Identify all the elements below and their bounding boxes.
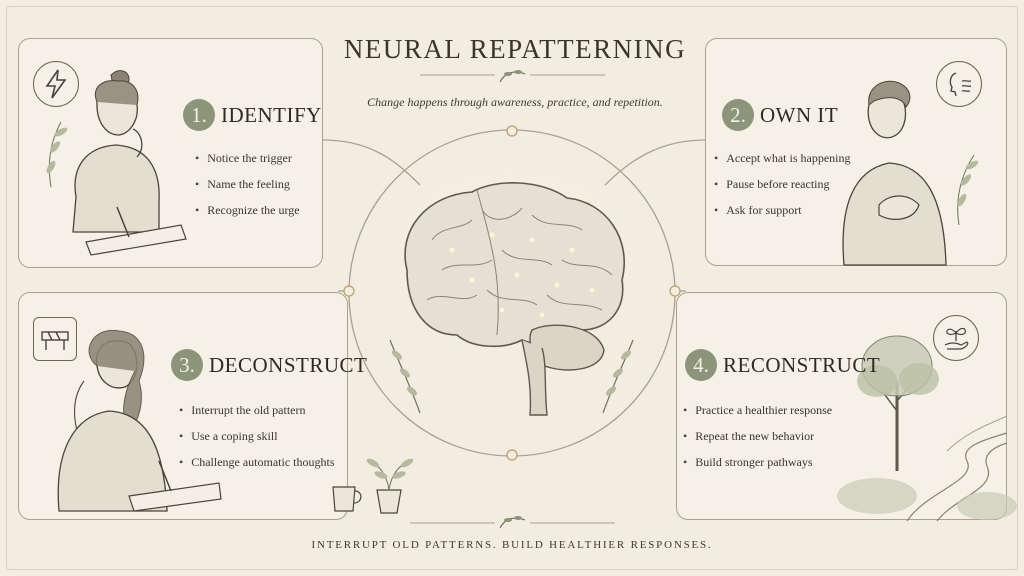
bullet-item: Challenge automatic thoughts bbox=[179, 449, 334, 475]
step-title: RECONSTRUCT bbox=[723, 352, 881, 377]
step-card-reconstruct: 4. RECONSTRUCT Practice a healthier resp… bbox=[676, 292, 1017, 522]
step-card-own-it: 2. OWN IT Accept what is happening Pause… bbox=[705, 38, 1007, 266]
bullet-item: Build stronger pathways bbox=[683, 449, 832, 475]
step-title: DECONSTRUCT bbox=[209, 352, 368, 377]
sprout-hand-icon bbox=[933, 315, 979, 361]
bullet-item: Pause before reacting bbox=[714, 171, 851, 197]
step-title: OWN IT bbox=[760, 102, 839, 127]
bullet-item: Repeat the new behavior bbox=[683, 423, 832, 449]
footer-tagline: INTERRUPT OLD PATTERNS. BUILD HEALTHIER … bbox=[311, 539, 713, 551]
bullet-item: Interrupt the old pattern bbox=[179, 397, 335, 423]
bullet-item: Notice the trigger bbox=[195, 145, 300, 171]
right-sprig-illustration bbox=[602, 339, 634, 414]
bullet-item: Use a coping skill bbox=[179, 423, 335, 449]
step-bullet-list: Interrupt the old pattern Use a coping s… bbox=[179, 397, 335, 475]
step-bullet-list: Notice the trigger Name the feeling Reco… bbox=[195, 145, 300, 223]
step-card-deconstruct: 3. DECONSTRUCT Interrupt the old pattern… bbox=[18, 292, 414, 520]
bullet-item: Recognize the urge bbox=[195, 197, 299, 223]
bullet-item: Ask for support bbox=[714, 197, 851, 223]
mug-illustration bbox=[332, 486, 362, 512]
lightning-icon bbox=[33, 61, 79, 107]
page-title: NEURAL REPATTERNING bbox=[343, 34, 687, 64]
step-number-badge: 3. bbox=[171, 349, 203, 381]
step-number-badge: 1. bbox=[183, 99, 215, 131]
step-card-identify: 1. IDENTIFY Notice the trigger Name the … bbox=[18, 38, 323, 268]
woman-writing-illustration bbox=[46, 70, 187, 256]
step-bullet-list: Practice a healthier response Repeat the… bbox=[683, 397, 832, 475]
potted-plant-illustration bbox=[366, 458, 414, 514]
bullet-item: Practice a healthier response bbox=[683, 397, 832, 423]
bullet-item: Accept what is happening bbox=[714, 145, 850, 171]
step-bullet-list: Accept what is happening Pause before re… bbox=[714, 145, 851, 223]
step-title: IDENTIFY bbox=[221, 102, 322, 127]
step-number-badge: 2. bbox=[722, 99, 754, 131]
landscape-path-illustration bbox=[837, 335, 1017, 522]
breath-face-icon bbox=[936, 61, 982, 107]
step-number-badge: 4. bbox=[685, 349, 717, 381]
woman-journaling-illustration bbox=[57, 329, 222, 512]
brain-illustration bbox=[387, 170, 637, 416]
barrier-icon bbox=[33, 317, 77, 361]
page-frame bbox=[6, 6, 1018, 570]
left-sprig-illustration bbox=[389, 339, 421, 414]
page-subtitle: Change happens through awareness, practi… bbox=[367, 95, 663, 109]
bullet-item: Name the feeling bbox=[195, 171, 300, 197]
